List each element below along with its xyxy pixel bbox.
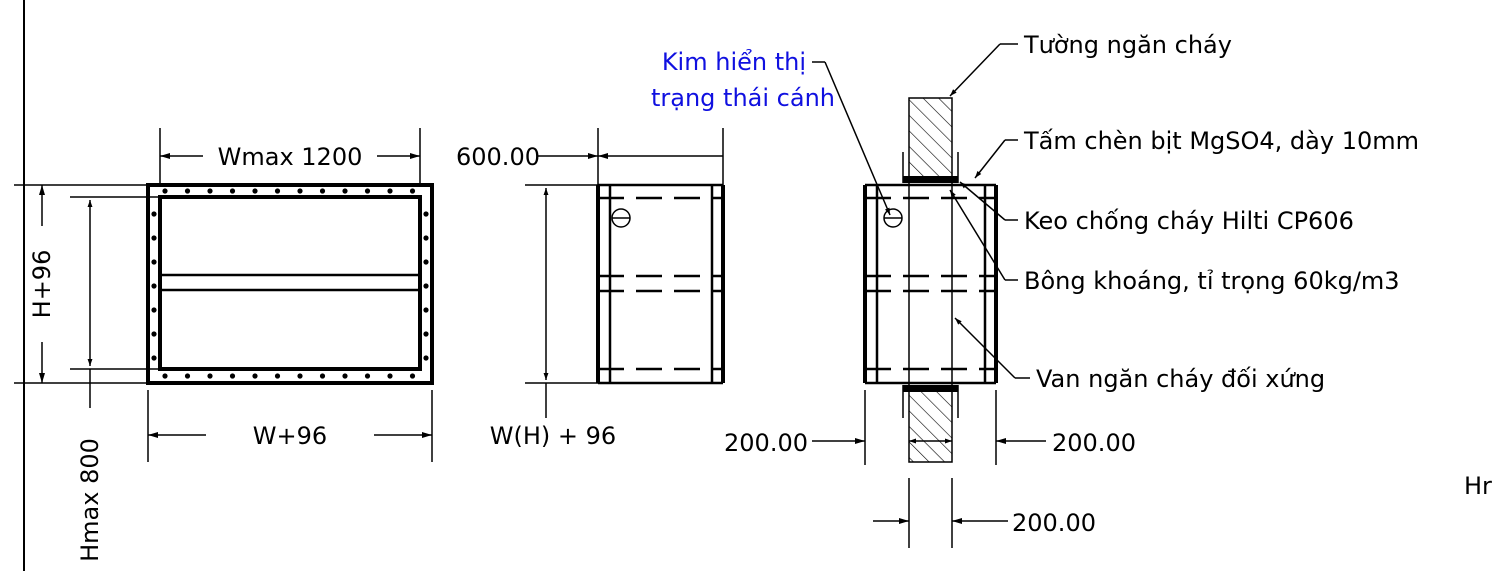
rivet-dot	[297, 373, 303, 379]
right-offset-label: 200.00	[1052, 429, 1136, 457]
rivet-dot	[387, 188, 393, 194]
rivet-dot	[151, 211, 157, 217]
left-offset-label: 200.00	[724, 429, 808, 457]
rivet-dot	[184, 188, 191, 194]
rivet-dot	[207, 188, 213, 194]
rivet-dot	[409, 188, 416, 194]
rivet-dot	[342, 373, 348, 379]
seal-plate-bottom	[903, 385, 958, 392]
flange-rivets	[151, 188, 429, 379]
damper-label: Van ngăn cháy đối xứng	[1036, 365, 1325, 393]
rivet-dot	[423, 283, 429, 289]
rivet-dot	[162, 373, 168, 379]
w96-label: W+96	[253, 422, 327, 450]
mineral-wool-label: Bông khoáng, tỉ trọng 60kg/m3	[1024, 267, 1400, 295]
rivet-dot	[423, 211, 429, 217]
rivet-dot	[151, 331, 157, 337]
fire-sealant-label: Keo chống cháy Hilti CP606	[1024, 207, 1354, 235]
rivet-dot	[342, 188, 348, 194]
installation-view: Kim hiển thị trạng thái cánh Tường ngăn …	[651, 31, 1419, 548]
rivet-dot	[151, 235, 157, 241]
rivet-dot	[364, 188, 371, 194]
fire-wall-upper	[908, 97, 953, 179]
size-label: W(H) + 96	[490, 422, 616, 450]
rivet-dot	[423, 307, 429, 313]
rivet-dot	[151, 283, 157, 289]
rivet-dot	[252, 373, 258, 379]
rivet-dot	[184, 373, 191, 379]
cut-off-text: Hr	[1464, 472, 1492, 500]
rivet-dot	[409, 373, 416, 379]
wmax-label: Wmax 1200	[218, 143, 363, 171]
rivet-dot	[151, 355, 157, 361]
rivet-dot	[252, 188, 258, 194]
rivet-dot	[319, 373, 326, 379]
depth-label: 600.00	[456, 143, 540, 171]
rivet-dot	[297, 188, 303, 194]
wall-label: Tường ngăn cháy	[1023, 31, 1232, 59]
rivet-dot	[423, 355, 429, 361]
rivet-dot	[423, 235, 429, 241]
rivet-dot	[423, 331, 429, 337]
wall-thickness-label: 200.00	[1012, 509, 1096, 537]
front-flange-outer	[146, 183, 434, 385]
rivet-dot	[364, 373, 371, 379]
seal-plate-label: Tấm chèn bịt MgSO4, dày 10mm	[1023, 127, 1419, 155]
rivet-dot	[423, 259, 429, 265]
rivet-dot	[162, 188, 168, 194]
front-view: Wmax 1200 H+96 Hmax 800 W+96	[14, 128, 434, 562]
indicator-label-line1: Kim hiển thị	[662, 48, 806, 76]
indicator-label-line2: trạng thái cánh	[651, 84, 835, 112]
rivet-dot	[229, 373, 236, 379]
rivet-dot	[274, 188, 281, 194]
rivet-dot	[319, 188, 326, 194]
seal-plate-top	[903, 176, 958, 183]
rivet-dot	[207, 373, 213, 379]
rivet-dot	[387, 373, 393, 379]
rivet-dot	[229, 188, 236, 194]
rivet-dot	[151, 259, 157, 265]
rivet-dot	[274, 373, 281, 379]
fire-wall-lower	[908, 389, 953, 463]
hmax-label: Hmax 800	[76, 438, 104, 562]
front-body-inner	[158, 195, 422, 371]
rivet-dot	[151, 307, 157, 313]
side-view: 600.00 W(H) + 96	[456, 128, 725, 450]
h96-label: H+96	[28, 250, 56, 319]
